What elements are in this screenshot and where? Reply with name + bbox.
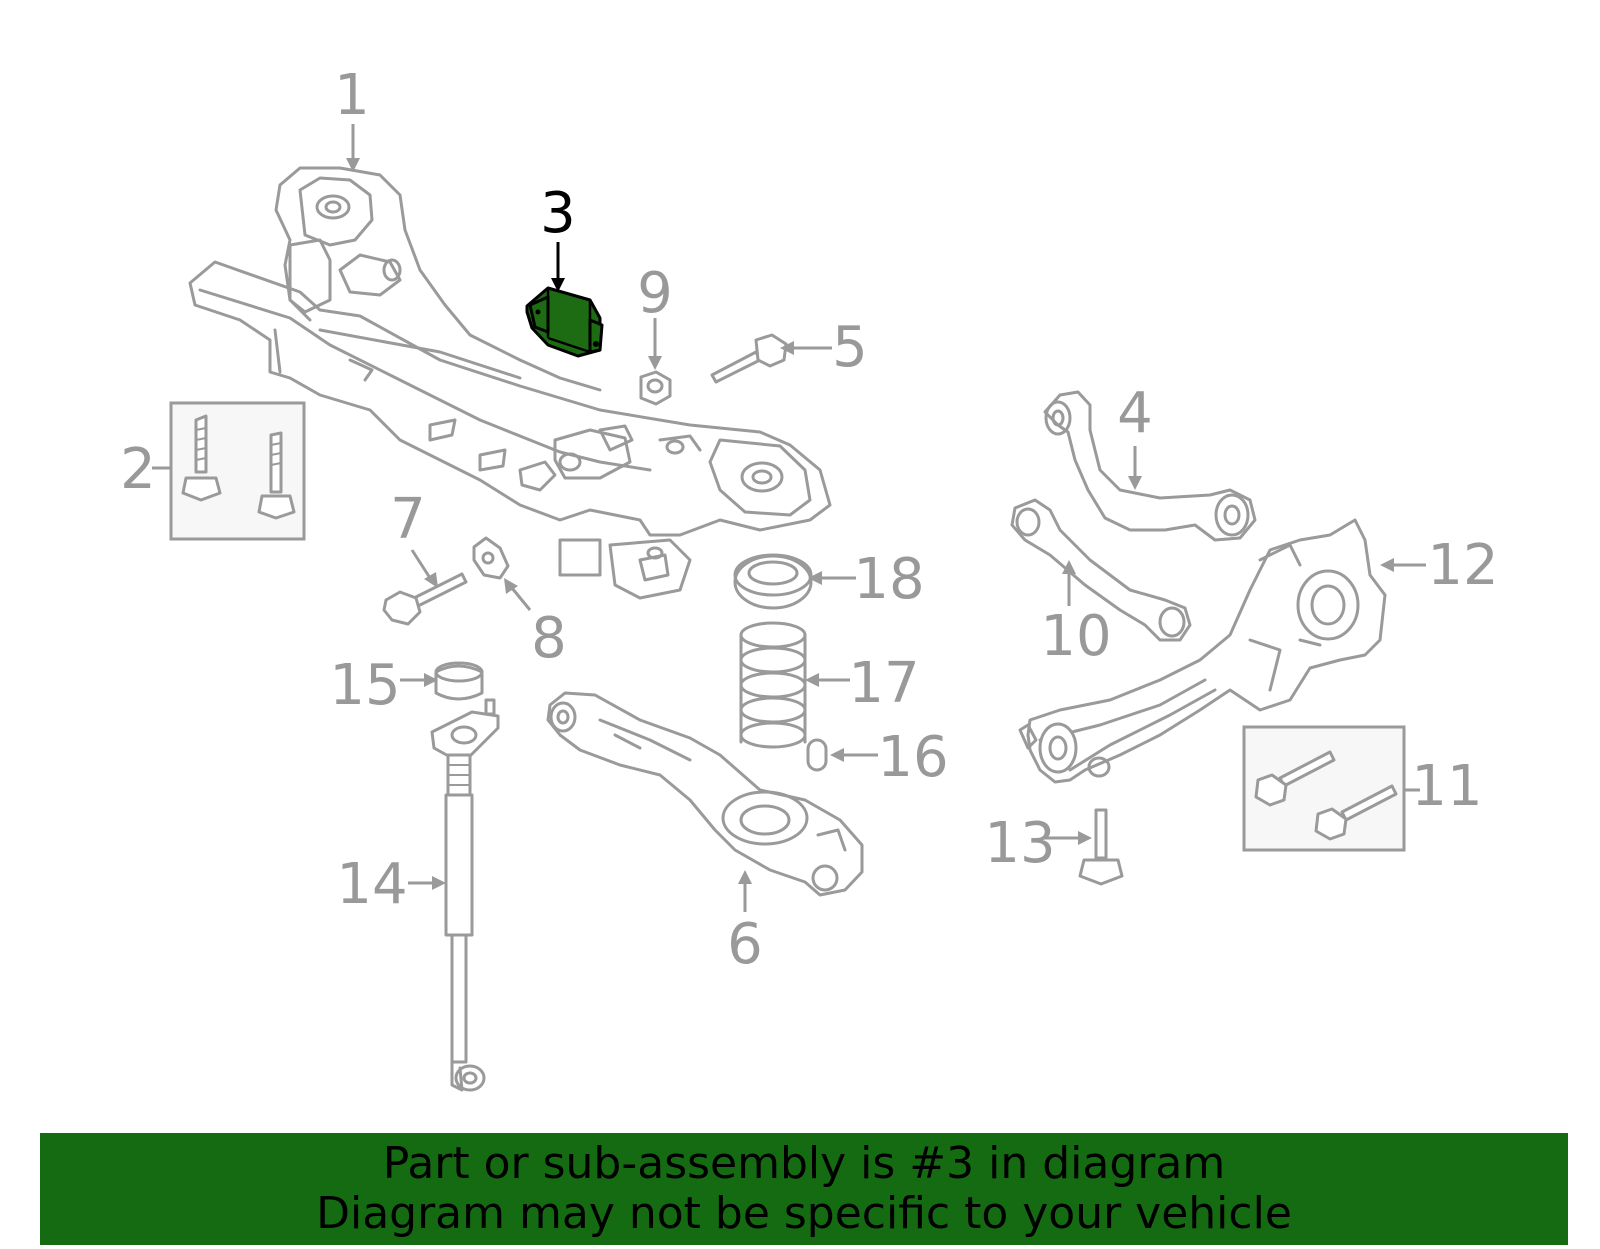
part-13-stud[interactable] bbox=[1078, 808, 1124, 886]
part-10-lateral-link[interactable] bbox=[1010, 498, 1192, 642]
callout-7[interactable]: 7 bbox=[390, 487, 426, 552]
part-7-bolt[interactable] bbox=[382, 572, 468, 626]
part-info-banner: Part or sub-assembly is #3 in diagram Di… bbox=[40, 1133, 1568, 1245]
part-6-lower-arm[interactable] bbox=[546, 691, 864, 897]
part-17-coil-spring[interactable] bbox=[739, 621, 807, 749]
callout-10[interactable]: 10 bbox=[1040, 604, 1111, 669]
part-4-upper-arm[interactable] bbox=[1043, 390, 1257, 542]
callout-numbers: 1 2 3 4 5 6 7 8 9 10 11 12 13 14 15 16 1… bbox=[120, 63, 1498, 977]
callout-18[interactable]: 18 bbox=[853, 547, 924, 612]
callout-11[interactable]: 11 bbox=[1411, 754, 1482, 819]
part-11-bolts[interactable] bbox=[1242, 725, 1406, 852]
callout-14[interactable]: 14 bbox=[336, 852, 407, 917]
callout-13[interactable]: 13 bbox=[984, 811, 1055, 876]
part-15-cushion[interactable] bbox=[434, 661, 484, 701]
banner-line-1: Part or sub-assembly is #3 in diagram bbox=[382, 1138, 1226, 1189]
callout-16[interactable]: 16 bbox=[877, 725, 948, 790]
callout-4[interactable]: 4 bbox=[1117, 381, 1153, 446]
part-9-nut[interactable] bbox=[639, 370, 672, 406]
callout-15[interactable]: 15 bbox=[329, 653, 400, 718]
part-5-bolt[interactable] bbox=[710, 333, 788, 384]
part-2-bolts[interactable] bbox=[169, 401, 306, 541]
part-14-shock[interactable] bbox=[430, 698, 500, 1092]
callout-8[interactable]: 8 bbox=[531, 606, 567, 671]
callout-5[interactable]: 5 bbox=[832, 315, 868, 380]
part-8-washer[interactable] bbox=[472, 536, 510, 580]
callout-2[interactable]: 2 bbox=[120, 437, 156, 502]
callout-1[interactable]: 1 bbox=[334, 63, 370, 128]
callout-17[interactable]: 17 bbox=[848, 651, 919, 716]
leader-arrows bbox=[152, 124, 1426, 912]
part-18-spring-seat[interactable] bbox=[733, 553, 813, 610]
part-1-crossmember[interactable] bbox=[188, 166, 832, 600]
callout-9[interactable]: 9 bbox=[637, 261, 673, 326]
part-3-highlighted[interactable] bbox=[525, 286, 604, 358]
callout-6[interactable]: 6 bbox=[727, 912, 763, 977]
part-12-knuckle[interactable] bbox=[1018, 518, 1387, 784]
callout-12[interactable]: 12 bbox=[1427, 533, 1498, 598]
callout-3[interactable]: 3 bbox=[540, 181, 576, 246]
banner-line-2: Diagram may not be specific to your vehi… bbox=[316, 1188, 1292, 1239]
part-16-bump-stop[interactable] bbox=[806, 738, 828, 772]
